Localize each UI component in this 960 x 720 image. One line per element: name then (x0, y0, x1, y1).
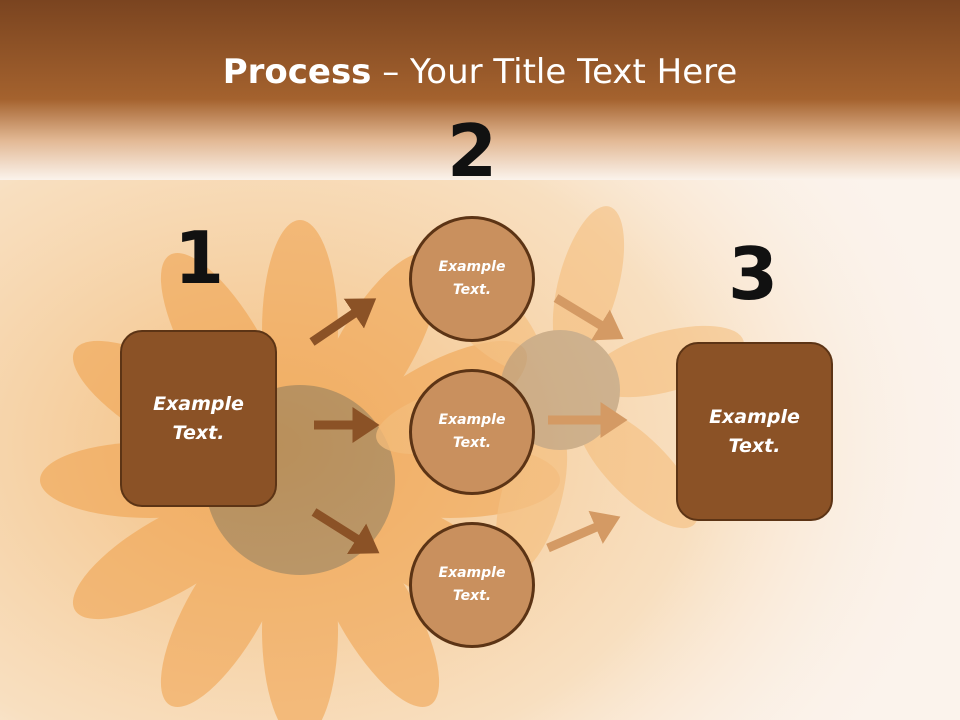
middle-node-bottom: Example Text. (409, 522, 535, 648)
middle-node-center: Example Text. (409, 369, 535, 495)
step-number-1: 1 (173, 216, 225, 300)
step-3-box: Example Text. (676, 342, 833, 521)
middle-node-center-label: Example Text. (438, 412, 506, 451)
middle-node-top-label: Example Text. (438, 259, 506, 298)
step-1-box: Example Text. (120, 330, 277, 507)
step-1-label: Example Text. (153, 392, 244, 444)
step-number-3: 3 (727, 232, 779, 316)
arrow-1-to-top (309, 298, 377, 346)
middle-node-bottom-label: Example Text. (438, 565, 506, 604)
arrow-top-to-3 (553, 294, 624, 341)
arrow-1-to-bottom (311, 508, 380, 555)
title-rest: – Your Title Text Here (371, 52, 738, 92)
step-3-label: Example Text. (709, 405, 800, 457)
title-bold: Process (222, 52, 372, 92)
arrow-bottom-to-3 (546, 510, 621, 553)
middle-node-top: Example Text. (409, 216, 535, 342)
step-number-2: 2 (446, 109, 498, 193)
slide-title: Process – Your Title Text Here (0, 52, 960, 92)
